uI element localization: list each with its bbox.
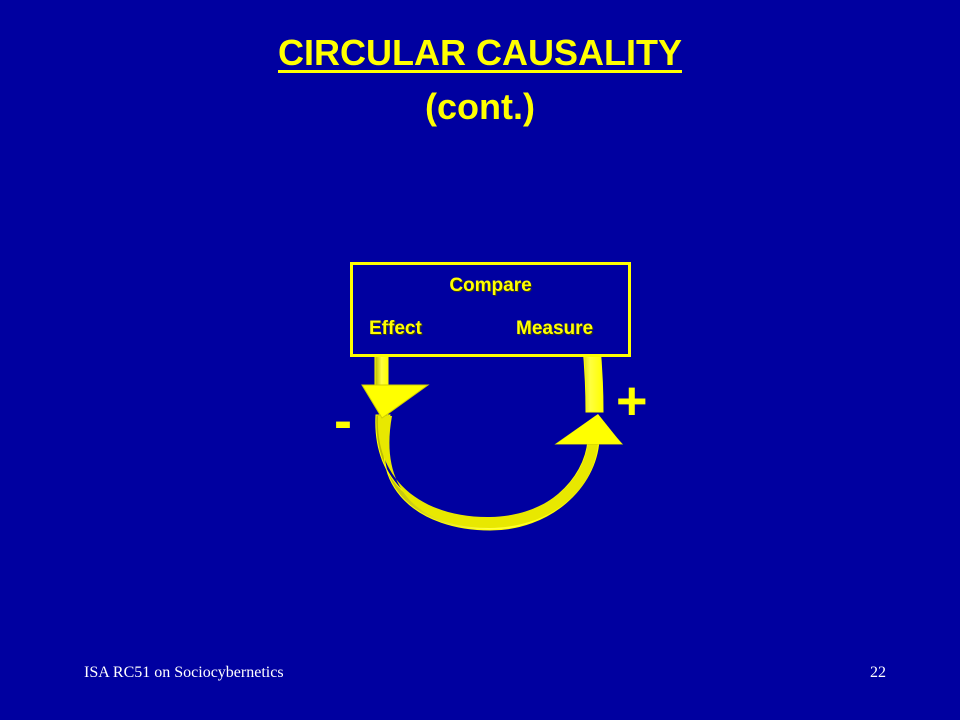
loop-body [377,416,598,528]
footer-organization: ISA RC51 on Sociocybernetics [84,664,284,681]
loop-curve [375,414,600,531]
slide-title: CIRCULAR CAUSALITY (cont.) [0,30,960,130]
down-arrowhead [361,384,430,419]
compare-box: Compare Effect Measure [350,262,631,357]
effect-label: Effect [369,318,422,339]
up-arrowhead-fill [556,414,622,444]
slide-title-subtitle: (cont.) [425,86,535,127]
negative-sign: - [334,391,352,451]
compare-label: Compare [449,275,532,296]
slide-title-main: CIRCULAR CAUSALITY [278,32,682,73]
measure-label: Measure [516,318,594,339]
positive-sign: + [616,371,648,431]
slide-number: 22 [870,664,886,681]
